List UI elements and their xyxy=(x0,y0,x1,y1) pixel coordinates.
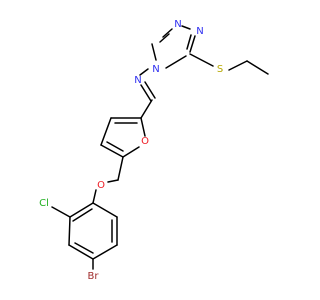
atom-br: Br xyxy=(88,271,100,282)
bond-s-ch2 xyxy=(228,60,248,71)
atom-n2: N xyxy=(196,26,203,37)
bond-c3-c4furan xyxy=(100,117,112,146)
bond-c3-c4benz-double xyxy=(74,242,94,254)
atom-o-furan: O xyxy=(141,136,149,147)
atom-s: S xyxy=(217,64,223,75)
atom-n4: N xyxy=(152,64,159,75)
bond-n1-n2 xyxy=(181,25,191,30)
bond-c5-ofuran xyxy=(122,146,140,158)
bond-c5furan-ch2 xyxy=(117,156,124,181)
bonds xyxy=(51,25,269,270)
bond-c4-c5benz xyxy=(92,244,118,260)
bond-c2benz-cl xyxy=(51,206,71,218)
bond-c3-s xyxy=(189,53,214,67)
bond-n4-c5 xyxy=(151,43,157,61)
bond-nimine-ch xyxy=(140,84,152,102)
bond-n4-nimine xyxy=(139,68,149,76)
bond-ofuran-c2 xyxy=(140,117,146,137)
bond-c2-c3benz xyxy=(68,216,71,246)
molecule-structure-diagram: N N N N S O O Cl Br xyxy=(39,19,269,282)
bond-c6-c1benz xyxy=(92,202,118,218)
atom-o-ether: O xyxy=(97,180,105,191)
bond-c1-c2benz xyxy=(69,202,94,218)
bond-c3-n4 xyxy=(165,55,187,69)
atom-n1: N xyxy=(174,19,181,30)
bond-ch-c2furan xyxy=(140,99,153,119)
atom-labels: N N N N S O O Cl Br xyxy=(39,19,223,282)
bond-n2-c3-double xyxy=(186,34,192,50)
bond-ch2-oether xyxy=(107,179,119,183)
bond-c3-c4benz xyxy=(68,244,94,260)
bond-c5-n1 xyxy=(162,28,173,38)
bond-nimine-ch-double xyxy=(144,81,156,99)
bond-c4-c5furan-double xyxy=(106,141,124,152)
bond-c4-c5furan xyxy=(100,144,124,158)
atom-n-imine: N xyxy=(134,75,141,86)
bond-oether-c1benz xyxy=(92,189,97,204)
atom-cl: Cl xyxy=(39,198,49,209)
bond-c5-n1-double xyxy=(159,33,170,43)
bond-c1-c2benz-double xyxy=(72,208,93,222)
bond-ch2-ch3 xyxy=(246,60,269,75)
bond-n2-c3 xyxy=(189,35,196,53)
